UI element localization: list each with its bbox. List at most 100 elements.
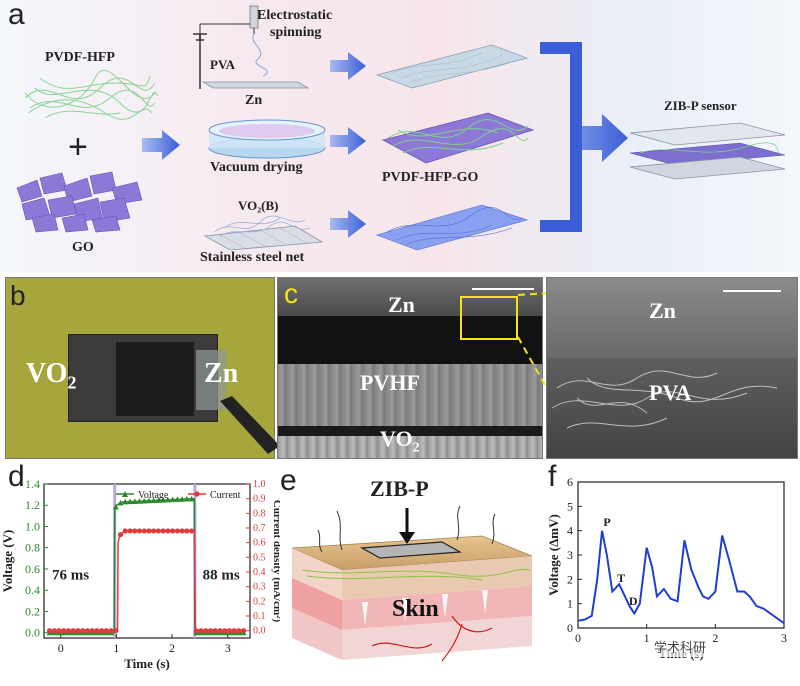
panel-letter-f: f	[548, 460, 557, 493]
current-marker	[240, 628, 247, 634]
pulse-signal-line	[577, 530, 785, 624]
current-marker	[51, 628, 57, 634]
current-marker	[84, 628, 91, 634]
label-stainless-steel-net: Stainless steel net	[200, 250, 305, 265]
panel-b-device-photo: b VO2 Zn	[5, 277, 280, 459]
voltage-marker	[150, 497, 157, 504]
y2-tick-label: 0.9	[253, 494, 266, 505]
voltage-marker	[136, 498, 143, 504]
panel-letter-a: a	[8, 0, 25, 31]
voltage-marker	[188, 495, 195, 502]
y-tick-label: 1.4	[25, 477, 40, 491]
y-axis-title: Voltage (ΔmV)	[548, 514, 561, 596]
pvhf-layer	[278, 364, 542, 426]
plot-frame	[577, 481, 785, 629]
electrospinning-setup-illustration	[193, 5, 310, 89]
y2-tick-label: 0.6	[253, 538, 266, 549]
vo2-mesh-layer-illustration	[375, 204, 529, 251]
y-tick-label: 3	[567, 548, 573, 562]
legend-voltage-marker	[122, 491, 128, 497]
voltage-marker	[117, 499, 124, 506]
x-tick-label: 3	[781, 631, 787, 645]
y2-tick-label: 0.8	[253, 508, 266, 519]
panel-letter-d: d	[8, 460, 25, 493]
y2-tick-label: 0.0	[253, 626, 266, 637]
label-vo2-b: VO2	[26, 358, 77, 393]
label-pva-c2: PVA	[649, 380, 692, 405]
current-marker	[146, 528, 152, 534]
x-tick-label: 2	[169, 641, 175, 655]
arrow-right-icon	[330, 210, 366, 238]
arrow-right-icon	[142, 130, 180, 160]
current-marker	[236, 628, 242, 634]
current-marker	[174, 528, 180, 534]
annotation-76ms: 76 ms	[52, 568, 89, 584]
y2-tick-label: 0.1	[253, 611, 266, 622]
x-tick-label: 1	[113, 641, 119, 655]
panel-a-schematic: a PVDF-HFP + GO	[0, 0, 800, 272]
y-tick-label: 0.2	[25, 604, 40, 618]
voltage-marker	[183, 495, 190, 502]
current-marker	[61, 628, 67, 634]
vo2-layer	[278, 436, 542, 458]
y2-tick-label: 0.3	[253, 582, 266, 593]
x-tick-label: 3	[225, 641, 231, 655]
voltage-marker	[169, 496, 176, 503]
pva-zn-layer-illustration	[375, 44, 529, 89]
chart-f-pulse-voltage: 01230123456Time (s)Voltage (ΔmV)PTD	[548, 475, 787, 661]
pva-fiber-texture	[551, 370, 778, 429]
y-tick-label: 0.4	[25, 583, 40, 597]
x-tick-label: 2	[712, 631, 718, 645]
x-tick-label: 1	[644, 631, 650, 645]
voltage-marker	[174, 496, 181, 502]
zn-foil	[196, 350, 226, 410]
panel-c-sem-zoom: Zn PVA	[546, 277, 798, 459]
current-marker	[70, 628, 76, 634]
arrow-right-icon	[330, 127, 366, 155]
current-marker	[155, 528, 162, 534]
label-zib-p-sensor: ZIB-P sensor	[664, 98, 737, 113]
current-marker	[65, 628, 72, 634]
y-tick-label: 4	[567, 524, 573, 538]
annotation-p: P	[603, 515, 610, 529]
pvdf-hfp-fiber-illustration	[24, 69, 159, 120]
current-marker	[212, 628, 218, 634]
y-tick-label: 1	[567, 597, 573, 611]
voltage-marker	[127, 498, 134, 505]
current-marker	[141, 528, 147, 534]
current-marker	[113, 628, 119, 634]
current-marker	[188, 528, 195, 534]
skin-sensor-illustration	[291, 505, 533, 662]
current-marker	[122, 528, 128, 534]
current-marker	[170, 528, 176, 534]
current-marker	[165, 528, 171, 534]
label-zib-p: ZIB-P	[370, 476, 429, 501]
voltage-marker	[145, 497, 152, 504]
y-tick-label: 0	[567, 621, 573, 635]
arrow-right-icon	[330, 52, 366, 80]
stainless-mesh-illustration	[203, 215, 324, 250]
device-center	[116, 342, 194, 416]
annotation-88ms: 88 ms	[203, 568, 240, 584]
label-zn-b: Zn	[204, 358, 239, 389]
panel-c-sem-cross-section: c Zn PVHF VO2	[277, 277, 543, 459]
current-marker	[89, 628, 95, 634]
current-marker	[117, 532, 124, 538]
annotation-d: D	[629, 594, 638, 608]
current-marker	[207, 628, 214, 634]
current-marker	[151, 528, 157, 534]
panel-letter-b: b	[10, 280, 26, 311]
panel-letter-e: e	[280, 464, 297, 497]
current-marker	[226, 628, 232, 634]
label-pvhf: PVHF	[360, 370, 420, 395]
pvdf-hfp-go-layer-illustration	[381, 112, 535, 164]
current-marker	[217, 628, 223, 634]
current-marker	[184, 528, 190, 534]
y-tick-label: 0.8	[25, 541, 40, 555]
voltage-marker	[155, 497, 162, 503]
petri-dish-illustration	[208, 119, 326, 159]
current-marker	[160, 528, 166, 534]
y-tick-label: 1.0	[25, 519, 40, 533]
current-marker	[136, 528, 143, 534]
